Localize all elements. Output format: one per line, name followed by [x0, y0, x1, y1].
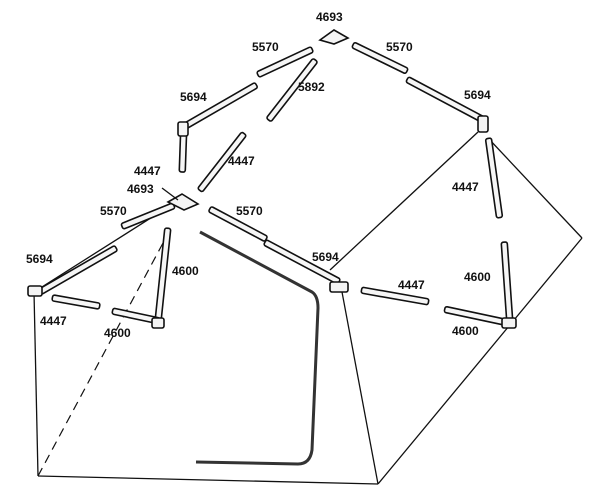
- pole-base-right-long: [443, 305, 509, 327]
- label-base-right-short: 4447: [398, 278, 425, 292]
- outline-roof-valley: [329, 131, 479, 271]
- hidden-back-edge: [37, 229, 171, 477]
- top-right-joint: [477, 115, 489, 133]
- label-peak-hub: 4693: [316, 10, 343, 24]
- outline-front-right-edge: [341, 291, 379, 485]
- peak-hub-joint: [318, 29, 350, 45]
- label-rafter-upper-left: 5694: [180, 90, 207, 104]
- label-base-right-long: 4600: [452, 324, 479, 338]
- pole-eave-left: [120, 202, 176, 230]
- label-eave-pole-center: 5570: [236, 204, 263, 218]
- label-leg-right: 4600: [464, 270, 491, 284]
- pole-ridge-right: [351, 42, 409, 74]
- pole-base-right-short: [360, 286, 430, 306]
- label-eave-pole-left: 5570: [100, 204, 127, 218]
- hub-label-leader: [161, 187, 179, 201]
- back-right-corner-joint: [501, 317, 517, 329]
- label-brace-center: 4447: [228, 154, 255, 168]
- label-hub-left: 4693: [127, 182, 154, 196]
- part-labels: 4693 5570 5570 5892 5694 5694 4447 4447 …: [26, 10, 491, 340]
- label-brace-right: 4447: [452, 180, 479, 194]
- pole-ridge-left: [256, 46, 314, 78]
- label-rafter-lower-center: 5694: [312, 250, 339, 264]
- front-center-base-joint: [151, 317, 165, 329]
- label-base-left-long: 4600: [104, 326, 131, 340]
- label-brace-left: 4447: [134, 164, 161, 178]
- outline-front-left-edge: [33, 291, 39, 477]
- pole-eave-center: [208, 206, 268, 242]
- label-center-pole: 5892: [298, 80, 325, 94]
- door-zipper-line: [195, 230, 320, 466]
- frame-joints: [27, 29, 517, 329]
- label-leg-center: 4600: [172, 264, 199, 278]
- outline-right-base: [377, 237, 583, 485]
- pole-leg-center: [154, 227, 172, 321]
- frame-poles: [38, 42, 514, 327]
- pole-vertical-right: [484, 137, 504, 219]
- front-right-corner-joint: [329, 281, 349, 293]
- front-left-corner-joint: [27, 285, 43, 297]
- label-ridge-pole-left: 5570: [252, 40, 279, 54]
- label-ridge-pole-right: 5570: [386, 40, 413, 54]
- outline-right-slope: [487, 137, 583, 239]
- tent-outline: [33, 131, 583, 485]
- label-base-left-short: 4447: [40, 314, 67, 328]
- pole-brace-center: [197, 131, 247, 193]
- pole-base-left-short: [51, 294, 101, 310]
- pole-center: [266, 58, 318, 122]
- pole-leg-right: [500, 241, 514, 323]
- top-left-joint: [177, 121, 189, 137]
- outline-front-base: [37, 475, 379, 485]
- label-rafter-upper-right: 5694: [464, 88, 491, 102]
- label-rafter-lower-left: 5694: [26, 252, 53, 266]
